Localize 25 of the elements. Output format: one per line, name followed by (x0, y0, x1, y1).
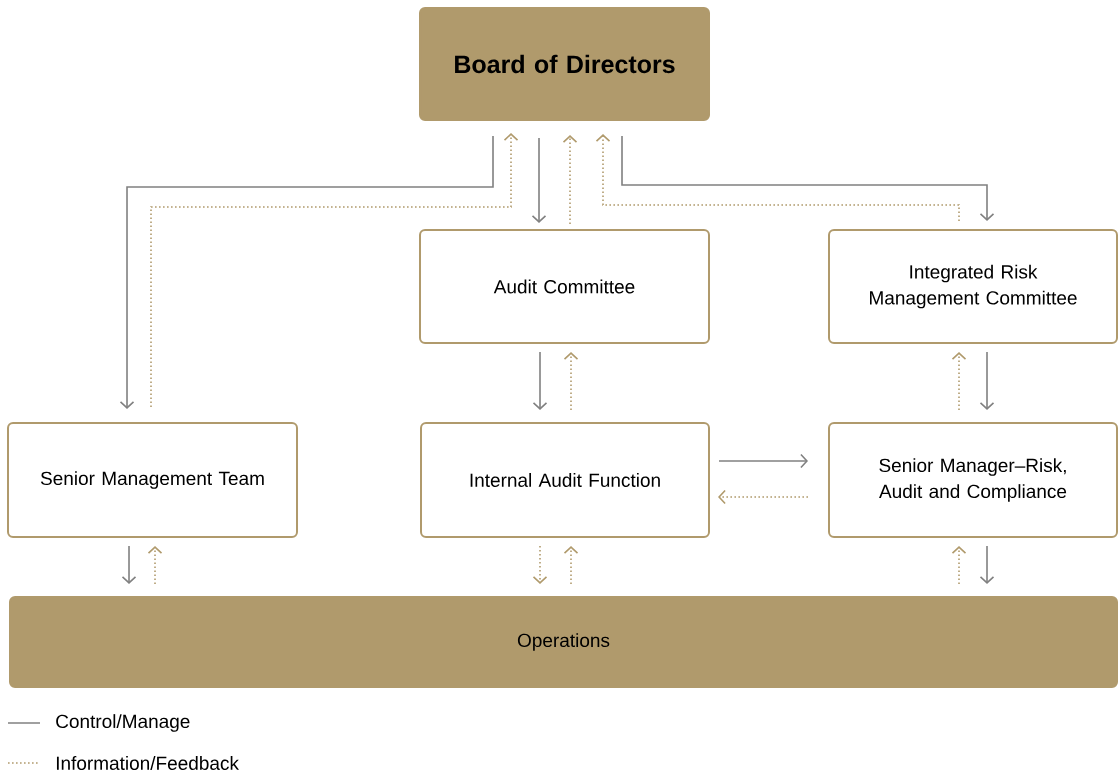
band-box: Operations (9, 596, 1118, 688)
arrow (562, 135, 578, 225)
arrow (979, 545, 995, 584)
arrow (951, 546, 967, 585)
process-box: Senior Manager–Risk, Audit and Compliance (828, 422, 1118, 538)
arrow (979, 351, 995, 410)
process-box: Senior Management Team (7, 422, 298, 538)
arrow (563, 352, 579, 411)
process-box: Internal Audit Function (420, 422, 710, 538)
arrow (532, 351, 548, 410)
arrow (718, 453, 808, 469)
process-box: Integrated Risk Management Committee (828, 229, 1118, 344)
legend-label: Control/Manage (56, 714, 190, 732)
arrow (532, 545, 548, 584)
process-box: Audit Committee (419, 229, 710, 344)
legend-label: Information/Feedback (56, 756, 239, 770)
arrow (563, 546, 579, 585)
arrow (595, 134, 960, 222)
arrow (718, 489, 809, 505)
header-box: Board of Directors (419, 7, 710, 121)
arrow (531, 137, 547, 223)
arrow (951, 352, 967, 411)
arrow (147, 546, 163, 585)
arrow (121, 545, 137, 584)
arrow (621, 135, 995, 221)
